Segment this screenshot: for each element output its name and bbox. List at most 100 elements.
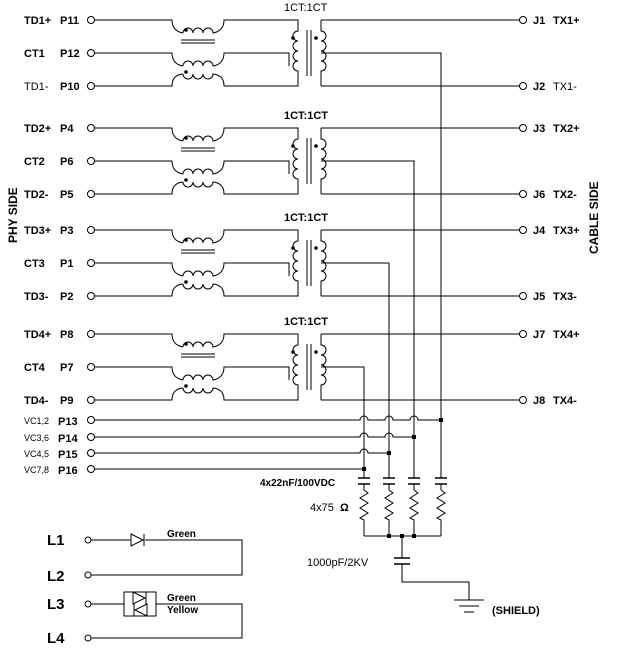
pin-number: P9 [60, 395, 73, 407]
jack-signal: TX4- [553, 395, 577, 407]
polarity-dot [184, 70, 188, 74]
polarity-dot [184, 238, 188, 242]
polarity-dot [314, 144, 318, 148]
led-pin: L4 [47, 630, 65, 647]
led-wire [91, 539, 243, 576]
led-pin: L1 [47, 532, 65, 549]
pin-terminal [84, 571, 92, 579]
cable-side-wire [321, 19, 519, 420]
pin-name: CT3 [24, 258, 45, 270]
pin-terminal [519, 226, 527, 234]
jack-signal: TX4+ [553, 329, 580, 341]
choke-core [181, 353, 215, 358]
pin-number: P1 [60, 258, 73, 270]
common-mode-choke [95, 229, 299, 297]
pin-terminal [87, 157, 95, 165]
common-mode-choke [95, 127, 299, 195]
pin-number: P5 [60, 189, 73, 201]
cap-lead [363, 484, 442, 490]
pin-number: P6 [60, 156, 73, 168]
pin-terminal [87, 16, 95, 24]
ratio-label: 1CT:1CT [284, 110, 328, 122]
jack-pin: J1 [533, 15, 545, 27]
pin-name: CT2 [24, 156, 45, 168]
polarity-dot [314, 36, 318, 40]
pin-name: TD2+ [24, 123, 51, 135]
vc-pin: P14 [58, 433, 78, 445]
transformer-core [306, 344, 312, 390]
pin-terminal [84, 634, 92, 642]
pin-terminal [519, 330, 527, 338]
pin-name: TD3+ [24, 225, 51, 237]
jack-pin: J2 [533, 81, 545, 93]
choke-core [181, 39, 215, 44]
transformer-core [306, 240, 312, 286]
channel-3: 1CT:1CT TD3+ P3 CT3 P1 TD3- P2 J4 TX3+ J… [24, 212, 580, 453]
channel-4: 1CT:1CT TD4+ P8 CT4 P7 TD4- P9 J7 TX4+ J… [24, 316, 580, 469]
pin-terminal [87, 49, 95, 57]
pin-terminal [87, 190, 95, 198]
polarity-dot [184, 280, 188, 284]
diode-icon [133, 603, 148, 617]
jack-pin: J8 [533, 395, 545, 407]
cap-lead [363, 420, 442, 478]
led-color: Yellow [167, 605, 198, 616]
pin-terminal [519, 124, 527, 132]
pin-number: P7 [60, 362, 73, 374]
polarity-dot [184, 28, 188, 32]
pin-number: P12 [60, 48, 80, 60]
led-pin: L2 [47, 568, 65, 585]
led-bicolor: L3 L4 Green Yellow [47, 591, 243, 647]
pin-terminal [87, 292, 95, 300]
jack-signal: TX2+ [553, 123, 580, 135]
bicolor-diode-box [123, 591, 157, 617]
vc-name: VC4,5 [24, 449, 49, 459]
vc-pins: VC1,2 P13 VC3,6 P14 VC4,5 P15 VC7,8 P16 [24, 415, 443, 477]
jack-pin: J7 [533, 329, 545, 341]
vc-wire [95, 448, 389, 454]
resistor-symbol [358, 489, 446, 536]
pin-name: TD3- [24, 291, 49, 303]
pin-name: CT1 [24, 48, 45, 60]
transformer-secondary [320, 128, 327, 194]
channel-2: 1CT:1CT TD2+ P4 CT2 P6 TD2- P5 J3 TX2+ J… [24, 110, 580, 437]
polarity-dot [184, 178, 188, 182]
pin-terminal [87, 449, 95, 457]
led-wire [91, 603, 243, 639]
phy-side-label: PHY SIDE [6, 187, 20, 243]
jack-pin: J6 [533, 189, 545, 201]
polarity-dot [291, 144, 295, 148]
shield-label: (SHIELD) [492, 605, 540, 617]
led-color: Green [167, 593, 196, 604]
capacitor-symbol [358, 477, 447, 485]
ratio-label: 1CT:1CT [284, 2, 328, 14]
shield-wire [401, 564, 470, 600]
pin-terminal [87, 124, 95, 132]
transformer-core [306, 30, 312, 76]
transformer-core [306, 138, 312, 184]
pin-name: TD1- [24, 81, 49, 93]
ohm-symbol: Ω [340, 502, 349, 514]
pin-number: P4 [60, 123, 74, 135]
pin-terminal [519, 190, 527, 198]
hv-capacitor-label: 1000pF/2KV [307, 557, 369, 569]
junction-dot [412, 534, 416, 538]
jack-signal: TX1- [553, 81, 577, 93]
hv-capacitor-symbol [394, 557, 410, 565]
pin-terminal [87, 396, 95, 404]
cable-side-wire [321, 229, 519, 453]
pin-terminal [519, 16, 527, 24]
pin-number: P2 [60, 291, 73, 303]
pin-name: TD4- [24, 395, 49, 407]
pin-name: TD4+ [24, 329, 51, 341]
pin-terminal [519, 292, 527, 300]
pin-name: TD2- [24, 189, 49, 201]
pin-terminal [87, 330, 95, 338]
polarity-dot [291, 350, 295, 354]
pin-terminal [87, 82, 95, 90]
vc-name: VC3,6 [24, 433, 49, 443]
pin-terminal [87, 465, 95, 473]
jack-pin: J3 [533, 123, 545, 135]
transformer-secondary [320, 20, 327, 86]
